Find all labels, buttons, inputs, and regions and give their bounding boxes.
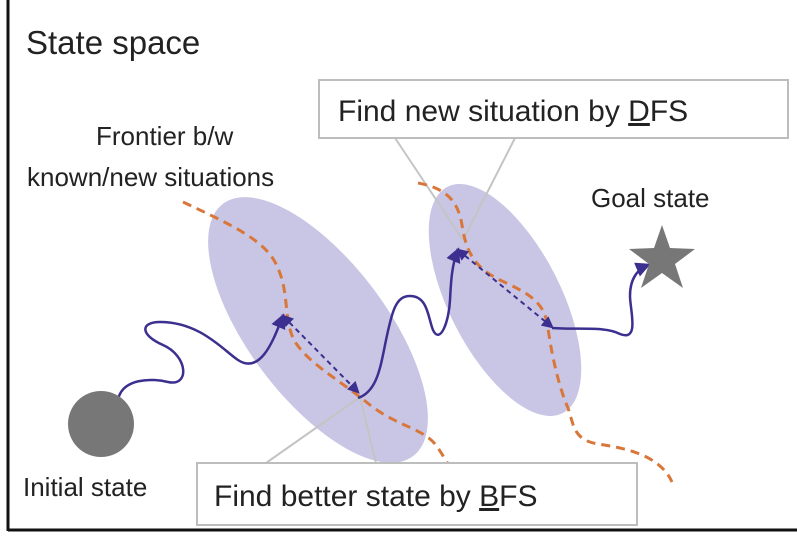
dfs-callout-box bbox=[318, 79, 789, 139]
frontier-curve-right bbox=[417, 181, 674, 483]
bfs-callout-box bbox=[196, 462, 638, 526]
diagram-title: State space bbox=[26, 24, 200, 61]
known-region-left bbox=[208, 197, 428, 463]
bfs-callout-text: Find better state by BFS bbox=[214, 480, 538, 513]
known-region-right bbox=[428, 184, 582, 416]
frontier-label-line1: Frontier b/w bbox=[96, 121, 233, 151]
bfs-pointer-right bbox=[359, 396, 377, 464]
star-icon bbox=[629, 225, 695, 288]
circle-icon bbox=[68, 391, 134, 457]
initial-state-label: Initial state bbox=[23, 472, 147, 502]
trajectory-segment-3 bbox=[551, 262, 651, 337]
dfs-pointer-right bbox=[462, 137, 516, 241]
frontier-curve-left bbox=[182, 200, 458, 477]
goal-state-label: Goal state bbox=[591, 183, 710, 213]
dfs-callout-text: Find new situation by DFS bbox=[338, 95, 688, 128]
bfs-move-arrow-right bbox=[456, 248, 554, 329]
dfs-pointer-left bbox=[394, 137, 464, 241]
frontier-label-line2: known/new situations bbox=[27, 162, 274, 192]
bfs-pointer-left bbox=[265, 396, 361, 464]
trajectory-segment-2 bbox=[357, 247, 461, 400]
trajectory-segment-1 bbox=[116, 313, 286, 401]
